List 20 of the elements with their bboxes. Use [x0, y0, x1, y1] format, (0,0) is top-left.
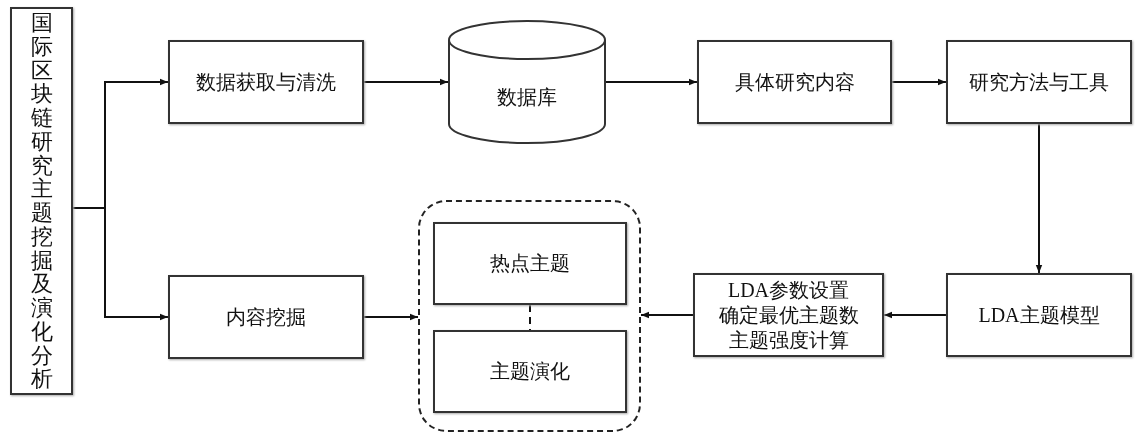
- arrow: [363, 313, 419, 321]
- arrow: [891, 78, 947, 86]
- group-frame: [418, 200, 641, 432]
- arrow: [72, 207, 169, 321]
- arrow: [883, 311, 947, 319]
- arrow: [1035, 123, 1043, 274]
- process-box: 具体研究内容: [697, 40, 892, 124]
- process-box: LDA参数设置 确定最优主题数 主题强度计算: [693, 273, 884, 357]
- process-box: 内容挖掘: [168, 275, 364, 359]
- title-box: 国际区块链研究主题挖掘及演化分析: [10, 7, 73, 395]
- process-box: 主题演化: [433, 330, 627, 413]
- database-cylinder: 数据库: [448, 20, 606, 144]
- arrow: [640, 311, 694, 319]
- connector-line: [529, 304, 531, 331]
- arrow: [605, 78, 698, 86]
- arrow: [363, 78, 449, 86]
- process-box: LDA主题模型: [946, 273, 1132, 357]
- process-box: 研究方法与工具: [946, 40, 1132, 124]
- process-box: 热点主题: [433, 222, 627, 305]
- process-box: 数据获取与清洗: [168, 40, 364, 124]
